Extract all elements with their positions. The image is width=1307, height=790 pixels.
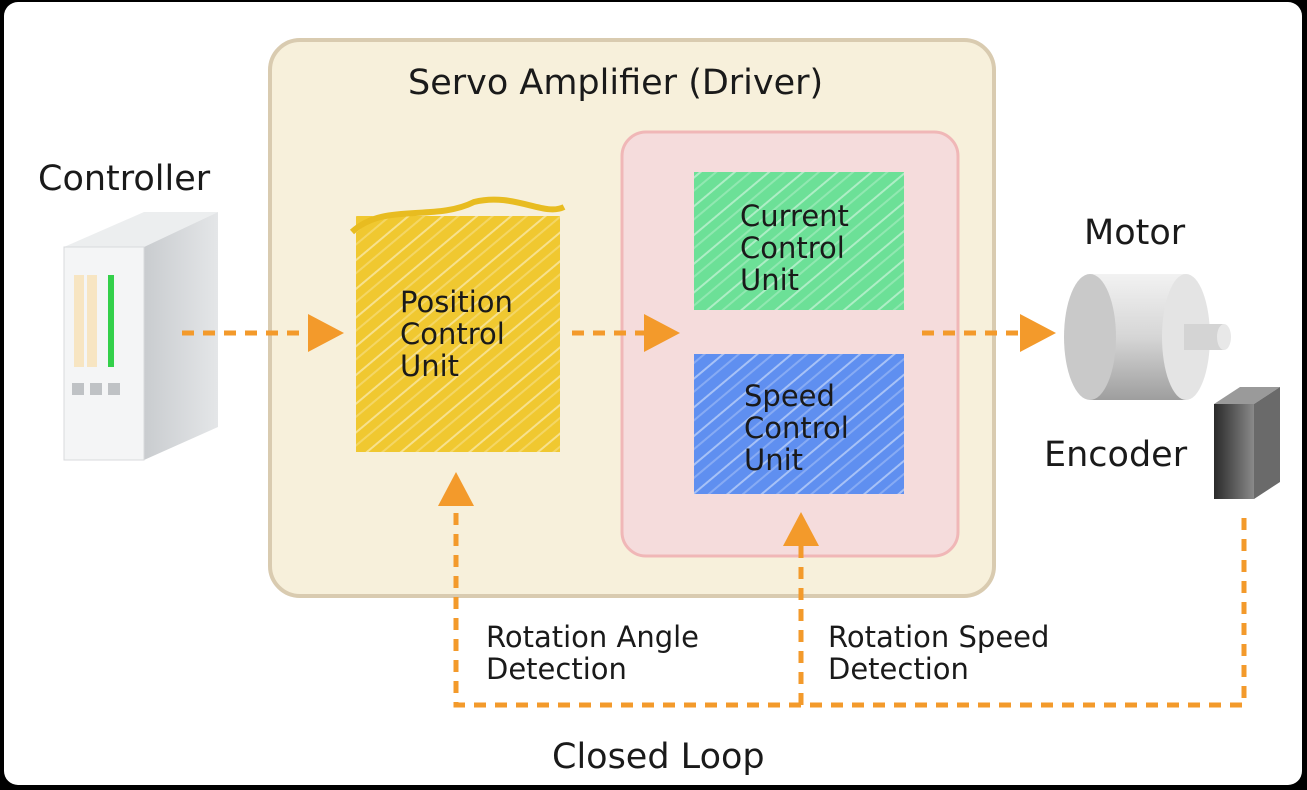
rotation-speed-label: Rotation Speed Detection bbox=[828, 620, 1050, 686]
encoder-label: Encoder bbox=[1044, 435, 1188, 475]
motor-device bbox=[1064, 274, 1231, 400]
diagram-canvas: Servo Amplifier (Driver) Controller Posi… bbox=[4, 2, 1302, 785]
controller-label: Controller bbox=[38, 159, 211, 199]
current-unit-block bbox=[694, 172, 904, 310]
feedback-loop bbox=[453, 502, 1247, 708]
closed-loop-label: Closed Loop bbox=[552, 737, 765, 777]
encoder-device bbox=[1214, 387, 1280, 499]
speed-unit-block bbox=[694, 354, 904, 494]
speed-unit-label: Speed Control Unit bbox=[744, 379, 849, 477]
position-unit-label: Position Control Unit bbox=[400, 285, 513, 383]
motor-label: Motor bbox=[1084, 213, 1186, 253]
position-unit-block bbox=[349, 196, 566, 452]
arrow-heads bbox=[308, 314, 1056, 352]
rotation-angle-label: Rotation Angle Detection bbox=[486, 620, 700, 686]
feedback-arrow-heads bbox=[438, 472, 819, 546]
current-unit-label: Current Control Unit bbox=[740, 199, 849, 297]
diagram-graphics bbox=[63, 38, 1280, 708]
controller-device bbox=[63, 212, 218, 461]
amplifier-title: Servo Amplifier (Driver) bbox=[408, 63, 824, 103]
